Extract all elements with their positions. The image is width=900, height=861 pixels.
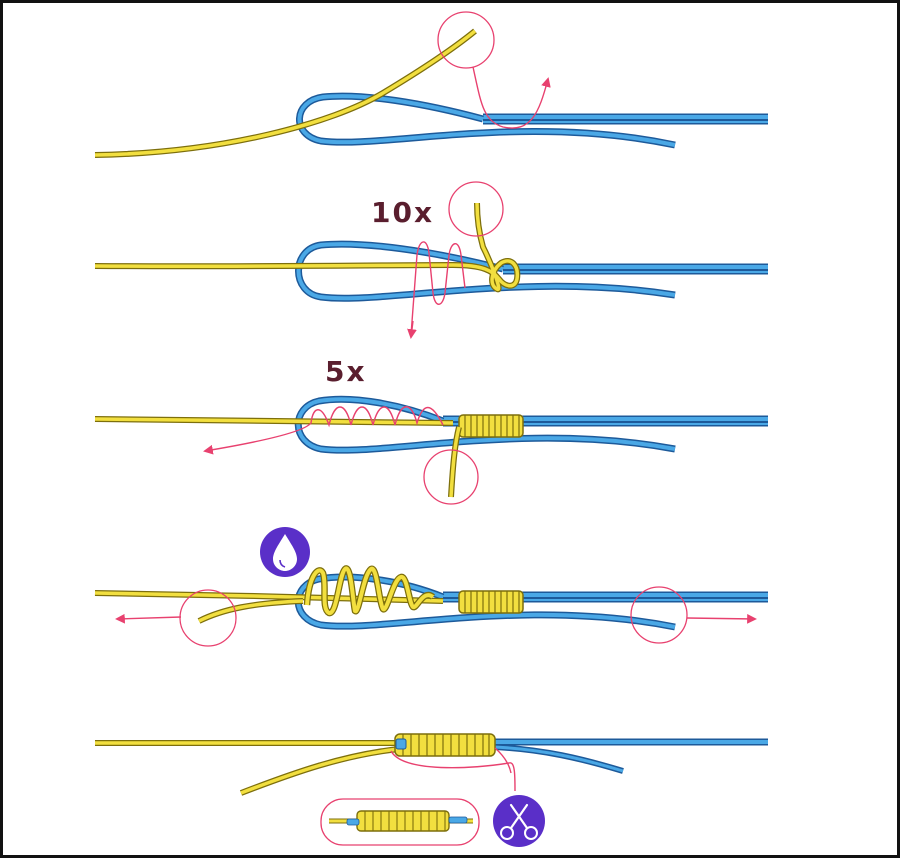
yellow-tag-end: [448, 426, 462, 498]
trimmed-knot-inset: [320, 798, 480, 846]
water-drop-icon: [260, 527, 310, 577]
blue-main-line: [492, 738, 768, 774]
step-4: [94, 527, 768, 647]
yellow-line: [94, 202, 521, 293]
highlight-circle-left: [179, 589, 237, 647]
pull-arrow-left: [115, 613, 182, 624]
wrap-count-label: 5x: [325, 355, 367, 388]
blue-main-line: [483, 113, 768, 125]
yellow-spiral: [303, 565, 436, 617]
step-3: 5x: [94, 355, 768, 505]
pull-arrow: [472, 66, 551, 129]
knot-diagram: 10x: [94, 11, 768, 847]
yellow-line: [95, 740, 403, 796]
wrap-path: [410, 241, 466, 336]
wrap-count-label: 10x: [371, 196, 434, 229]
highlight-circle: [423, 449, 479, 505]
blue-main-line: [503, 263, 768, 275]
highlight-circle: [448, 181, 504, 237]
back-wrap-path: [203, 406, 444, 455]
yellow-line: [94, 416, 454, 426]
pull-arrow-right: [686, 613, 757, 624]
blue-loop: [294, 395, 676, 454]
trim-pointer: [390, 750, 516, 792]
yellow-line: [94, 28, 477, 158]
wrap-arrow: [407, 320, 417, 339]
yellow-coil: [458, 414, 524, 438]
highlight-circle-right: [630, 586, 688, 644]
scissors-icon: [493, 795, 545, 847]
trim-pointer-2: [494, 747, 512, 774]
highlight-circle: [437, 11, 495, 69]
finished-knot: [394, 733, 496, 757]
yellow-coil: [458, 590, 524, 614]
step-5: [95, 733, 768, 847]
blue-loop: [296, 92, 676, 149]
step-1: [94, 11, 768, 158]
step-2: 10x: [94, 181, 768, 339]
